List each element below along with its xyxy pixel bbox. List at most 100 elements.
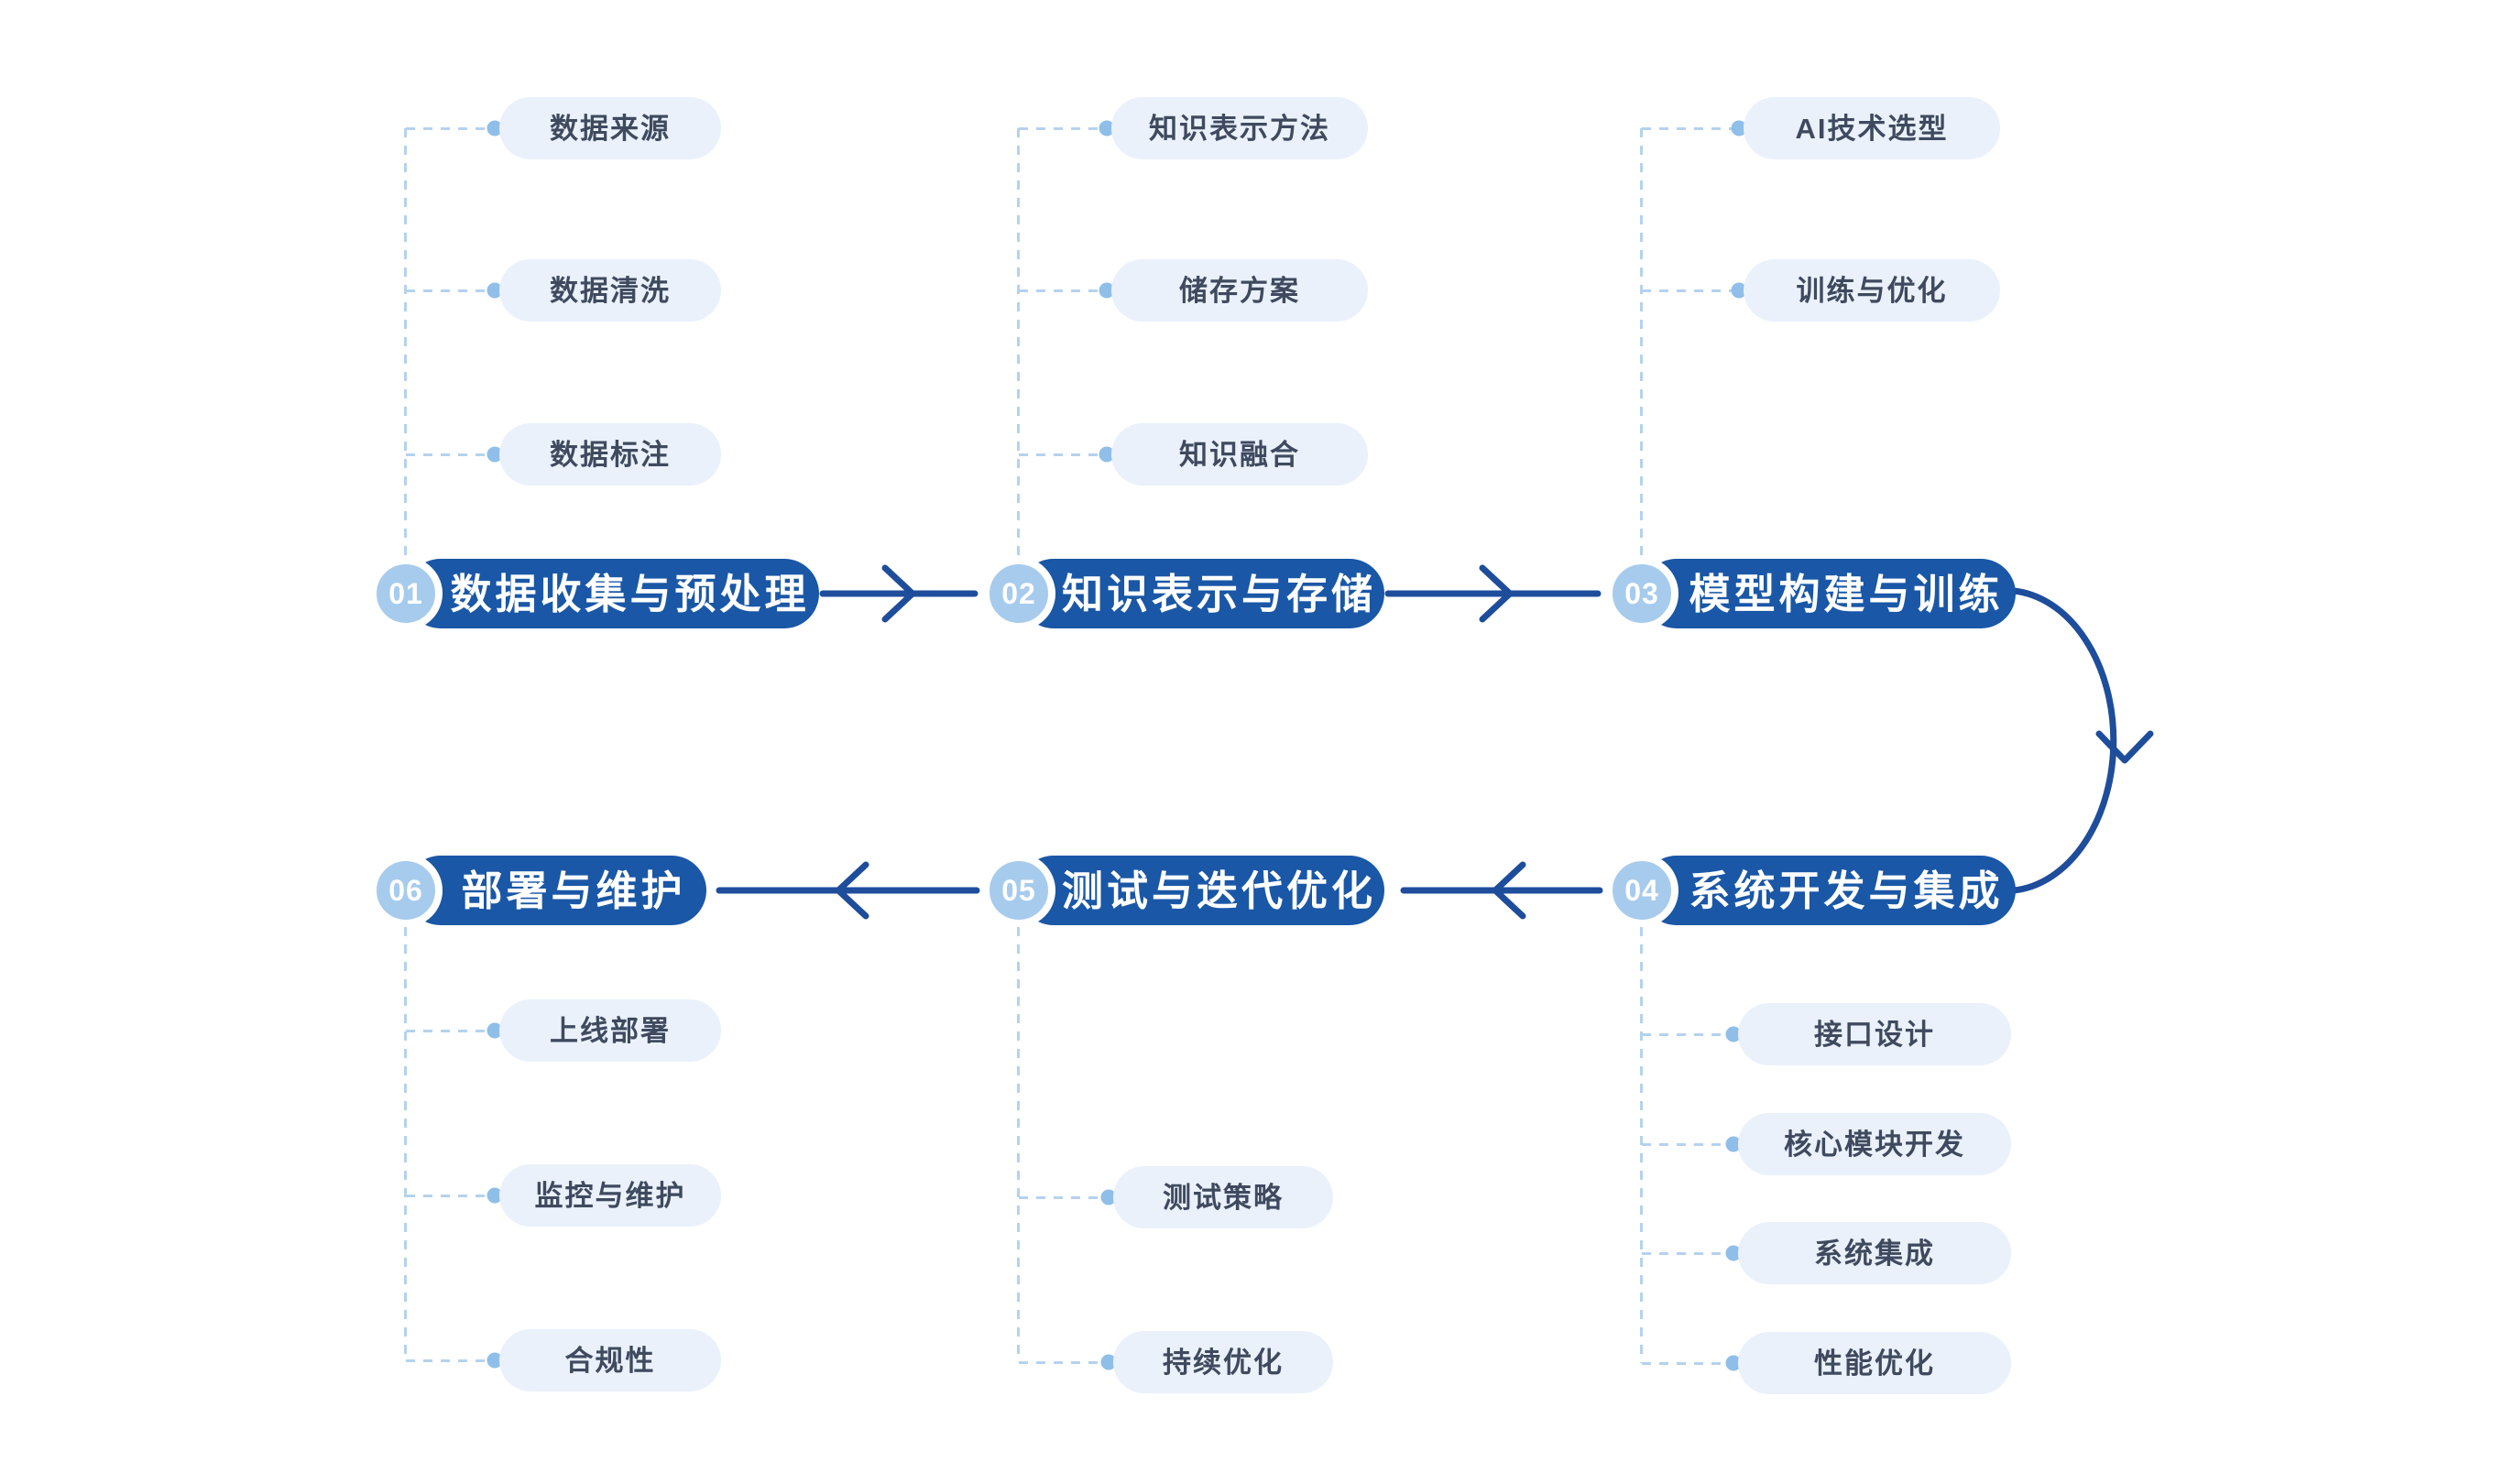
connector-dot xyxy=(1725,1136,1742,1152)
sub-item-monitoring-maintenance: 监控与维护 xyxy=(499,1164,721,1227)
sub-item-label: 上线部署 xyxy=(550,1014,671,1047)
sub-item-data-source: 数据来源 xyxy=(499,97,721,159)
connector-dot xyxy=(1100,1354,1117,1370)
branch-dashed xyxy=(406,127,487,130)
branch-dashed xyxy=(1642,1143,1726,1146)
sub-item-knowledge-representation: 知识表示方法 xyxy=(1111,97,1368,159)
connector-dot xyxy=(487,1187,503,1204)
sub-item-label: 系统集成 xyxy=(1814,1237,1935,1270)
sub-item-label: 测试策略 xyxy=(1163,1181,1284,1214)
sub-item-storage-plan: 储存方案 xyxy=(1111,259,1368,322)
stage-label: 部署与维护 xyxy=(461,867,686,914)
connector-dot xyxy=(1100,1189,1117,1206)
stage-node-04: 系统开发与集成 04 xyxy=(1605,854,2016,927)
sub-item-test-strategy: 测试策略 xyxy=(1113,1166,1333,1228)
sub-item-label: AI技术选型 xyxy=(1795,112,1949,145)
sub-item-label: 接口设计 xyxy=(1814,1018,1935,1051)
branch-dashed xyxy=(406,1030,487,1032)
sub-item-label: 数据来源 xyxy=(550,112,671,145)
sub-item-label: 持续优化 xyxy=(1163,1346,1284,1379)
branch-dashed xyxy=(406,453,487,456)
sub-item-label: 核心模块开发 xyxy=(1784,1128,1965,1161)
trunk-dashed-stage-05 xyxy=(1017,927,1020,1362)
connector-dot xyxy=(1099,282,1115,299)
stage-node-03: 模型构建与训练 03 xyxy=(1605,557,2016,630)
sub-item-data-cleaning: 数据清洗 xyxy=(499,259,721,322)
trunk-dashed-stage-04 xyxy=(1640,927,1643,1363)
connector-dot xyxy=(1731,282,1747,299)
sub-item-label: 数据标注 xyxy=(550,438,671,471)
stage-number: 01 xyxy=(388,577,423,610)
connector-dot xyxy=(1725,1355,1742,1371)
connector-dot xyxy=(1099,120,1115,136)
stage-label: 系统开发与集成 xyxy=(1689,867,2004,914)
stage-number-badge: 03 xyxy=(1605,557,1678,630)
stage-number-badge: 02 xyxy=(982,557,1055,630)
sub-item-label: 数据清洗 xyxy=(550,274,671,307)
connector-dot xyxy=(1725,1026,1742,1042)
sub-item-launch-deployment: 上线部署 xyxy=(499,999,721,1062)
connector-dot xyxy=(1731,120,1747,136)
sub-item-label: 储存方案 xyxy=(1179,274,1300,307)
branch-dashed xyxy=(1642,1362,1726,1365)
stage-node-01: 数据收集与预处理 01 xyxy=(369,557,819,630)
branch-dashed xyxy=(1019,1361,1101,1364)
stage-number: 06 xyxy=(388,874,423,907)
sub-item-label: 合规性 xyxy=(564,1344,656,1377)
stage-number: 05 xyxy=(1001,874,1036,907)
stage-label: 知识表示与存储 xyxy=(1062,570,1377,617)
stage-node-02: 知识表示与存储 02 xyxy=(982,557,1384,630)
sub-item-training-optimization: 训练与优化 xyxy=(1744,259,2000,322)
sub-item-core-module-dev: 核心模块开发 xyxy=(1738,1113,2011,1175)
stage-node-05: 测试与迭代优化 05 xyxy=(982,854,1384,927)
branch-dashed xyxy=(1642,1252,1726,1255)
connector-dot xyxy=(487,1022,503,1039)
stage-number: 03 xyxy=(1624,577,1659,610)
stage-node-06: 部署与维护 06 xyxy=(369,854,706,927)
stage-number-badge: 06 xyxy=(369,854,443,927)
arrow-chevron-left-04-05 xyxy=(1492,861,1526,920)
branch-dashed xyxy=(1642,127,1732,130)
connector-dot xyxy=(1099,446,1115,463)
sub-item-label: 监控与维护 xyxy=(534,1179,686,1212)
arrow-chevron-down-03-04 xyxy=(2095,730,2154,764)
branch-dashed xyxy=(1019,289,1099,292)
connector-dot xyxy=(487,282,503,299)
connector-dot xyxy=(487,446,503,463)
sub-item-ai-tech-selection: AI技术选型 xyxy=(1744,97,2000,159)
sub-item-compliance: 合规性 xyxy=(499,1329,721,1391)
stage-label: 测试与迭代优化 xyxy=(1062,867,1377,914)
stage-number-badge: 05 xyxy=(982,854,1055,927)
stage-number-badge: 04 xyxy=(1605,854,1678,927)
branch-dashed xyxy=(406,289,487,292)
sub-item-data-labeling: 数据标注 xyxy=(499,423,721,486)
branch-dashed xyxy=(1019,1196,1101,1199)
connector-dot xyxy=(487,1352,503,1369)
sub-item-label: 知识融合 xyxy=(1179,438,1300,471)
arrow-chevron-left-05-06 xyxy=(835,861,869,920)
stage-number: 04 xyxy=(1624,874,1659,907)
trunk-dashed-stage-01 xyxy=(404,128,407,559)
connector-dot xyxy=(487,120,503,136)
trunk-dashed-stage-06 xyxy=(404,927,407,1360)
branch-dashed xyxy=(1019,127,1099,130)
arrow-curve-03-04 xyxy=(2010,587,2117,894)
sub-item-label: 训练与优化 xyxy=(1796,274,1948,307)
sub-item-continuous-optimization: 持续优化 xyxy=(1113,1331,1333,1393)
sub-item-label: 性能优化 xyxy=(1814,1347,1935,1380)
sub-item-performance-optimization: 性能优化 xyxy=(1738,1332,2011,1394)
arrow-chevron-right-01-02 xyxy=(881,564,916,623)
trunk-dashed-stage-03 xyxy=(1640,128,1643,559)
stage-number: 02 xyxy=(1001,577,1036,610)
trunk-dashed-stage-02 xyxy=(1017,128,1020,559)
branch-dashed xyxy=(1642,1033,1726,1036)
branch-dashed xyxy=(406,1359,487,1362)
sub-item-system-integration: 系统集成 xyxy=(1738,1222,2011,1284)
stage-number-badge: 01 xyxy=(369,557,443,630)
connector-dot xyxy=(1725,1245,1742,1261)
sub-item-interface-design: 接口设计 xyxy=(1738,1003,2011,1065)
branch-dashed xyxy=(1019,453,1099,456)
stage-label: 模型构建与训练 xyxy=(1689,570,2004,617)
